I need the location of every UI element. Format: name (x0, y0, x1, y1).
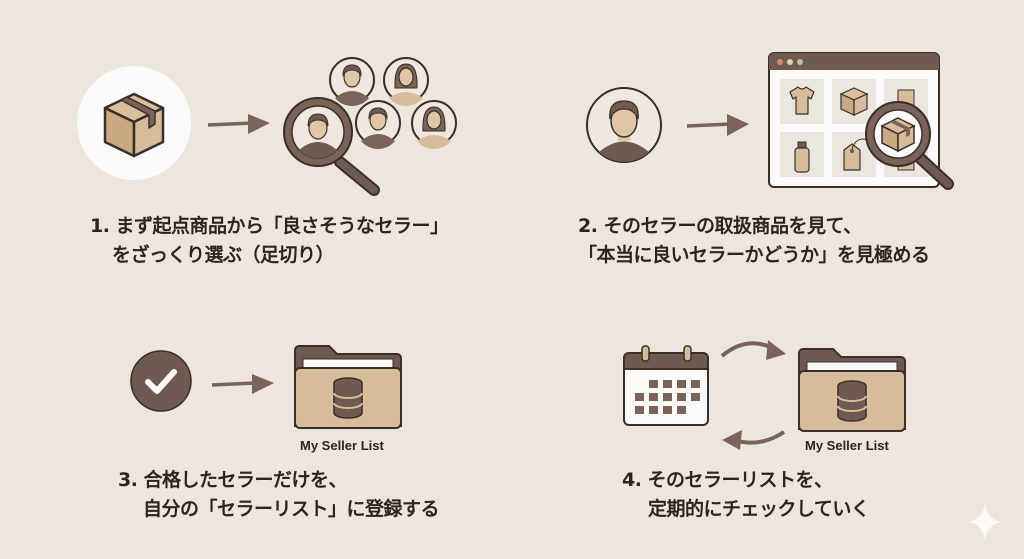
step-2-line1: 2. そのセラーの取扱商品を見て、 (578, 215, 862, 237)
browser-window-icon (768, 52, 954, 190)
cycle-arrows-icon (720, 340, 786, 450)
folder-caption: My Seller List (300, 438, 384, 453)
step-4-text: 4. そのセラーリストを、 定期的にチェックしていく (622, 466, 870, 524)
calendar-icon (623, 345, 709, 426)
person-icon (586, 87, 662, 163)
step-1-line2: をざっくり選ぶ（足切り） (112, 244, 335, 266)
step-4-line1: 4. そのセラーリストを、 (622, 469, 833, 491)
step-4-line2: 定期的にチェックしていく (648, 498, 870, 520)
arrow-right-icon (211, 374, 274, 394)
folder-database-icon (798, 348, 906, 432)
check-circle-icon (130, 350, 192, 412)
folder-database-icon (294, 345, 402, 429)
step-3-text: 3. 合格したセラーだけを、 自分の「セラーリスト」に登録する (118, 466, 440, 524)
arrow-right-icon (686, 114, 749, 136)
magnifier-person-icon (283, 97, 380, 196)
step-2-line2: 「本当に良いセラーかどうか」を見極める (578, 244, 930, 266)
box-icon (77, 66, 191, 180)
step-1-line1: 1. まず起点商品から「良さそうなセラー」 (90, 215, 449, 237)
people-group-icon (283, 57, 457, 196)
step-1-text: 1. まず起点商品から「良さそうなセラー」 をざっくり選ぶ（足切り） (90, 212, 449, 270)
magnifier-box-icon (865, 101, 954, 190)
folder-caption: My Seller List (805, 438, 889, 453)
step-3-line2: 自分の「セラーリスト」に登録する (143, 498, 440, 520)
step-3-line1: 3. 合格したセラーだけを、 (118, 469, 348, 491)
step-2-text: 2. そのセラーの取扱商品を見て、 「本当に良いセラーかどうか」を見極める (578, 212, 930, 270)
sparkle-icon (968, 503, 1002, 541)
arrow-right-icon (207, 114, 270, 134)
